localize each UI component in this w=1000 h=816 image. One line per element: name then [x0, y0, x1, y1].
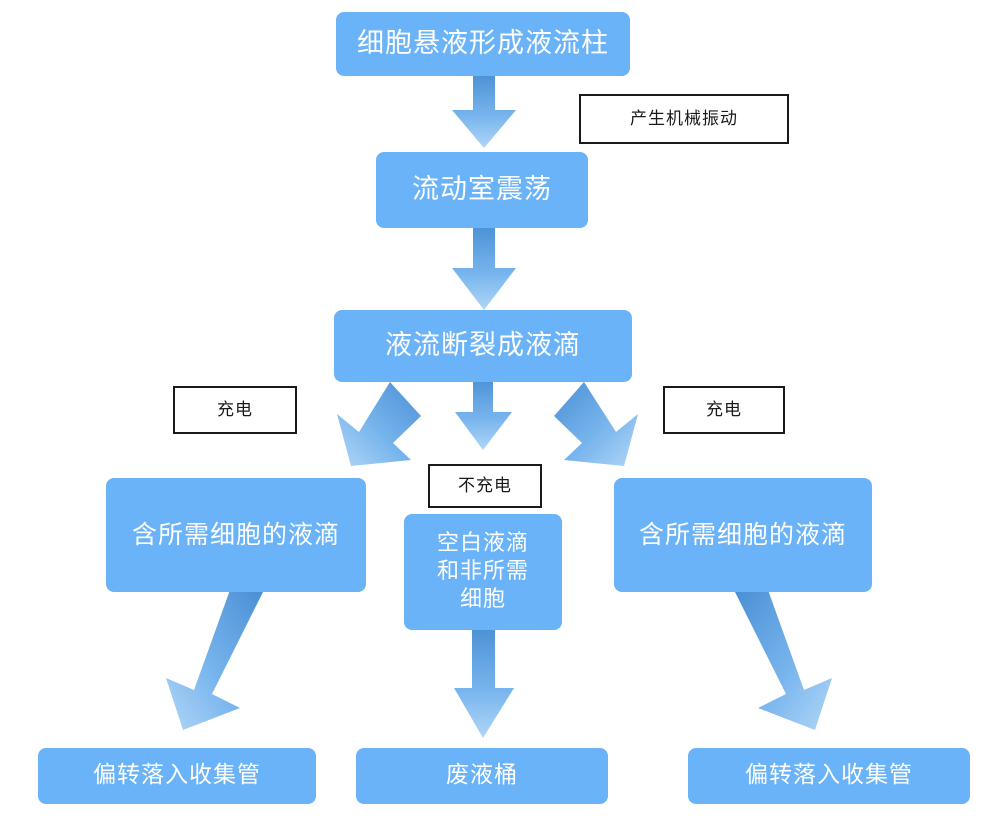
- node-deflect-into-collection-tube-right[interactable]: 偏转落入收集管: [688, 748, 970, 804]
- node-droplet-with-target-cells-left[interactable]: 含所需细胞的液滴: [106, 478, 366, 592]
- arrow-suspension-to-vibration: [448, 76, 520, 150]
- arrow-breakup-to-right-droplet: [552, 380, 662, 480]
- arrow-right-droplet-to-collect: [718, 590, 848, 740]
- arrow-breakup-to-left-droplet: [315, 380, 425, 480]
- note-charge-right[interactable]: 充电: [663, 386, 785, 434]
- droplet-center-line-1: 空白液滴: [436, 530, 529, 556]
- node-deflect-into-collection-tube-left[interactable]: 偏转落入收集管: [38, 748, 316, 804]
- arrow-left-droplet-to-collect: [150, 590, 280, 740]
- arrow-vibration-to-breakup: [448, 228, 520, 312]
- node-stream-breaks-into-droplets[interactable]: 液流断裂成液滴: [334, 310, 632, 382]
- arrow-breakup-to-center-droplet: [452, 380, 516, 452]
- node-cell-suspension[interactable]: 细胞悬液形成液流柱: [336, 12, 630, 76]
- note-charge-left[interactable]: 充电: [173, 386, 297, 434]
- node-blank-and-nontarget-droplet[interactable]: 空白液滴 和非所需 细胞: [404, 514, 562, 630]
- droplet-center-line-3: 细胞: [459, 587, 506, 613]
- node-waste-container[interactable]: 废液桶: [356, 748, 608, 804]
- node-flow-cell-vibration[interactable]: 流动室震荡: [376, 152, 588, 228]
- note-no-charge[interactable]: 不充电: [428, 464, 542, 508]
- arrow-center-droplet-to-waste: [450, 630, 518, 742]
- note-mechanical-vibration[interactable]: 产生机械振动: [579, 94, 789, 144]
- node-droplet-with-target-cells-right[interactable]: 含所需细胞的液滴: [614, 478, 872, 592]
- droplet-center-line-2: 和非所需: [436, 558, 529, 584]
